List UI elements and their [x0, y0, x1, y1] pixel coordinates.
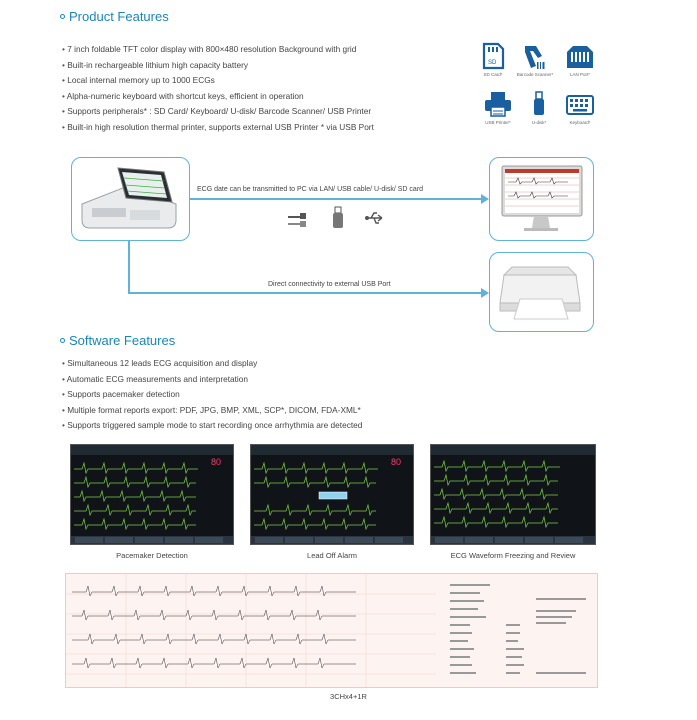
u-disk-transfer-icon — [333, 206, 343, 228]
ecg-device-box — [71, 157, 190, 241]
pc-box — [489, 157, 594, 241]
peripheral-u-disk: U-disk* — [517, 90, 561, 125]
screen-caption: ECG Waveform Freezing and Review — [450, 551, 576, 560]
connector-line — [190, 198, 485, 200]
product-features-title: Product Features — [60, 9, 169, 24]
ecg-device-image — [81, 167, 177, 229]
peripheral-keyboard: Keyboard* — [558, 90, 602, 125]
bullet-circle-icon — [60, 14, 65, 19]
pc-transfer-text: ECG date can be transmitted to PC via LA… — [197, 186, 424, 193]
list-item: Automatic ECG measurements and interpret… — [62, 372, 362, 388]
list-item: Supports pacemaker detection — [62, 387, 362, 403]
heart-rate-value: 80 — [391, 457, 401, 467]
list-item: Local internal memory up to 1000 ECGs — [62, 73, 374, 89]
peripheral-label: Barcode Scanner* — [516, 72, 554, 77]
product-features-title-text: Product Features — [69, 9, 169, 24]
svg-text:SD: SD — [488, 60, 497, 66]
ecg-report-image — [66, 574, 586, 687]
keyboard-icon — [566, 95, 594, 115]
usb-cable-icon — [288, 213, 306, 227]
usb-printer-icon — [485, 92, 511, 117]
ecg-screen-lead-off: 80 — [250, 444, 414, 545]
ecg-screen-freeze-review — [430, 444, 596, 545]
connector-line-vertical — [128, 241, 130, 293]
list-item: Simultaneous 12 leads ECG acquisition an… — [62, 356, 362, 372]
u-disk-icon — [534, 91, 544, 115]
list-item: Supports triggered sample mode to start … — [62, 418, 362, 434]
peripheral-label: SD Card* — [483, 72, 503, 77]
ecg-screen-pacemaker: 80 — [70, 444, 234, 545]
peripheral-label: LAN Port* — [569, 72, 590, 77]
printer-connect-text: Direct connectivity to external USB Port — [268, 281, 391, 288]
barcode-scanner-icon — [525, 46, 545, 69]
printer-box — [489, 252, 594, 332]
arrow-right-icon — [481, 288, 489, 298]
report-caption: 3CHx4+1R — [330, 692, 367, 701]
sd-card-icon: SD — [482, 42, 505, 70]
product-features-list: 7 inch foldable TFT color display with 8… — [62, 42, 374, 136]
list-item: Built-in rechargeable lithium high capac… — [62, 58, 374, 74]
peripheral-sd-card: SD SD Card* — [471, 42, 515, 77]
screen-caption: Pacemaker Detection — [116, 551, 188, 560]
peripheral-usb-printer: USB Printer* — [476, 90, 520, 125]
bullet-circle-icon — [60, 338, 65, 343]
software-features-title-text: Software Features — [69, 333, 176, 348]
connector-line — [128, 292, 484, 294]
ecg-screen-image: 80 — [71, 445, 233, 544]
usb-symbol-icon — [365, 212, 383, 224]
pc-monitor-image — [501, 165, 583, 231]
ecg-screen-image — [431, 445, 595, 544]
lan-port-icon — [567, 46, 593, 68]
usb-printer-image — [499, 266, 581, 320]
list-item: Multiple format reports export: PDF, JPG… — [62, 403, 362, 419]
peripheral-lan-port: LAN Port* — [558, 42, 602, 77]
peripheral-barcode-scanner: Barcode Scanner* — [513, 42, 557, 77]
software-features-title: Software Features — [60, 333, 175, 348]
peripheral-label: USB Printer* — [485, 120, 511, 125]
list-item: Alpha-numeric keyboard with shortcut key… — [62, 89, 374, 105]
peripheral-label: U-disk* — [531, 120, 547, 125]
list-item: Supports peripherals* : SD Card/ Keyboar… — [62, 104, 374, 120]
list-item: Built-in high resolution thermal printer… — [62, 120, 374, 136]
ecg-screen-image: 80 — [251, 445, 413, 544]
heart-rate-value: 80 — [211, 457, 221, 467]
software-features-list: Simultaneous 12 leads ECG acquisition an… — [62, 356, 363, 434]
list-item: 7 inch foldable TFT color display with 8… — [62, 42, 374, 58]
ecg-report-printout — [65, 573, 598, 688]
arrow-right-icon — [481, 194, 489, 204]
peripheral-label: Keyboard* — [569, 120, 591, 125]
screen-caption: Lead Off Alarm — [307, 551, 357, 560]
